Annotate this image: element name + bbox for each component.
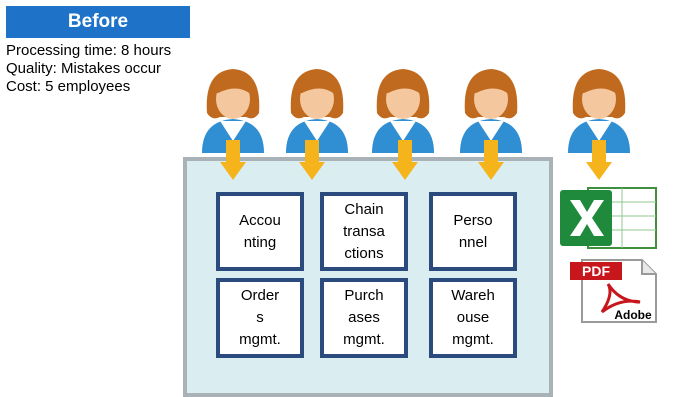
department-box-chain-transactions: Chain transa ctions (320, 192, 408, 271)
department-box-orders: Order s mgmt. (216, 278, 304, 358)
before-label: Before (6, 6, 190, 38)
department-box-personnel: Perso nnel (429, 192, 517, 271)
cost-text: Cost: 5 employees (6, 78, 131, 95)
pdf-icon (570, 259, 657, 323)
employee-icon (372, 69, 434, 153)
down-arrow-icon (586, 140, 612, 180)
down-arrow-icon (220, 140, 246, 180)
department-box-purchases: Purch ases mgmt. (320, 278, 408, 358)
employee-icon (460, 69, 522, 153)
quality-text: Quality: Mistakes occur (6, 60, 162, 77)
processing-time-text: Processing time: 8 hours (6, 42, 172, 59)
pdf-label: PDF (582, 263, 610, 279)
down-arrow-icon (478, 140, 504, 180)
department-box-accounting: Accou nting (216, 192, 304, 271)
employee-icon (568, 69, 630, 153)
excel-icon (560, 187, 657, 249)
employee-icon (286, 69, 348, 153)
employee-icon (202, 69, 264, 153)
down-arrow-icon (392, 140, 418, 180)
down-arrow-icon (299, 140, 325, 180)
department-box-warehouse: Wareh ouse mgmt. (429, 278, 517, 358)
adobe-label: Adobe (614, 308, 652, 322)
